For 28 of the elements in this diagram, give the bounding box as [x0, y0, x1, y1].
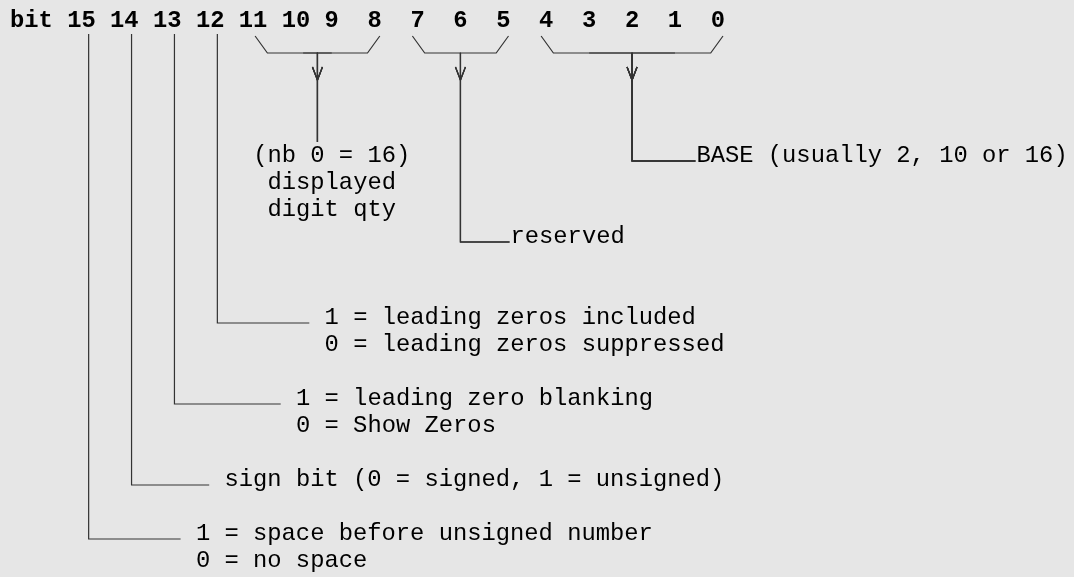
field-description: sign bit (0 = signed, 1 = unsigned): [224, 466, 725, 493]
bit-number: 1: [667, 7, 683, 34]
field-description: 0 = Show Zeros: [296, 412, 496, 439]
field-description: 0 = no space: [195, 547, 368, 574]
field-description: BASE (usually 2, 10 or 16): [696, 142, 1068, 169]
bit-number: 0: [710, 7, 725, 34]
field-description: displayed digit qty: [266, 169, 397, 223]
bit-number: 8: [367, 7, 382, 34]
bit-number: 9: [324, 7, 339, 34]
field-description: (nb 0 = 16): [253, 142, 411, 169]
field-description: 1 = leading zero blanking: [296, 385, 653, 412]
bit-number: 5: [496, 7, 511, 34]
field-description: 0 = leading zeros suppressed: [324, 331, 725, 358]
header-label: bit: [10, 7, 53, 34]
bit-number: 7: [410, 7, 425, 34]
bit-number: 4: [539, 7, 554, 34]
bit-number: 11: [238, 7, 268, 34]
bit-number: 10: [281, 7, 311, 34]
bit-number: 2: [624, 7, 640, 34]
field-description: reserved: [510, 223, 625, 250]
bit-number: 3: [582, 7, 597, 34]
field-description: 1 = leading zeros included: [324, 304, 696, 331]
field-description: 1 = space before unsigned number: [195, 520, 653, 547]
bit-number: 15: [67, 7, 96, 34]
bit-number: 12: [195, 7, 225, 34]
bit-number: 13: [153, 7, 182, 34]
bit-number: 14: [110, 7, 139, 34]
bit-number: 6: [453, 7, 468, 34]
